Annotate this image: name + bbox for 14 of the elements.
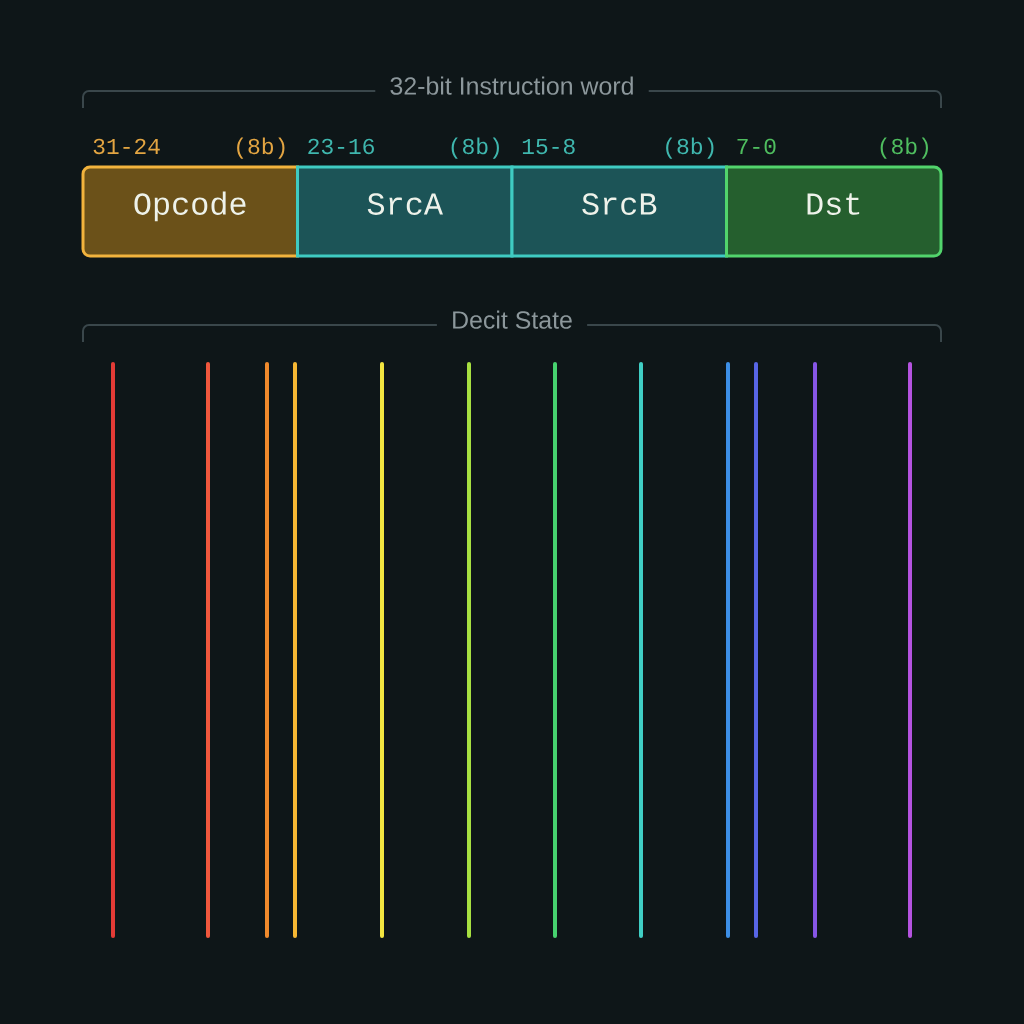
field-box: Opcode: [81, 165, 299, 258]
field-box: SrcB: [510, 165, 728, 258]
bit-width: (8b): [880, 137, 928, 159]
bit-range: 7-0: [737, 138, 776, 155]
bracket-label: Decit State: [453, 310, 572, 329]
bit-range: 31-24: [93, 138, 160, 155]
field-box: Dst: [725, 165, 943, 258]
bracket-label: 32-bit Instruction word: [390, 76, 633, 95]
bit-width: (8b): [666, 137, 714, 159]
bit-range: 15-8: [522, 138, 575, 155]
bit-width: (8b): [237, 137, 285, 159]
bit-width: (8b): [451, 137, 499, 159]
bit-range: 23-16: [308, 138, 374, 155]
field-box: SrcA: [296, 165, 514, 258]
